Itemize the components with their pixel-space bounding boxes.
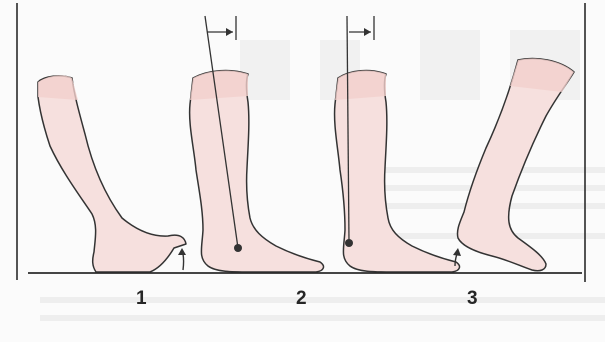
stage-label-3: 3 xyxy=(467,288,478,310)
leg-1-thigh-tint xyxy=(38,75,78,100)
leg-3-ankle-dot xyxy=(345,239,353,247)
leg-2-ankle-dot xyxy=(234,244,242,252)
stage-label-1: 1 xyxy=(136,288,147,310)
stage-label-2: 2 xyxy=(296,288,307,310)
